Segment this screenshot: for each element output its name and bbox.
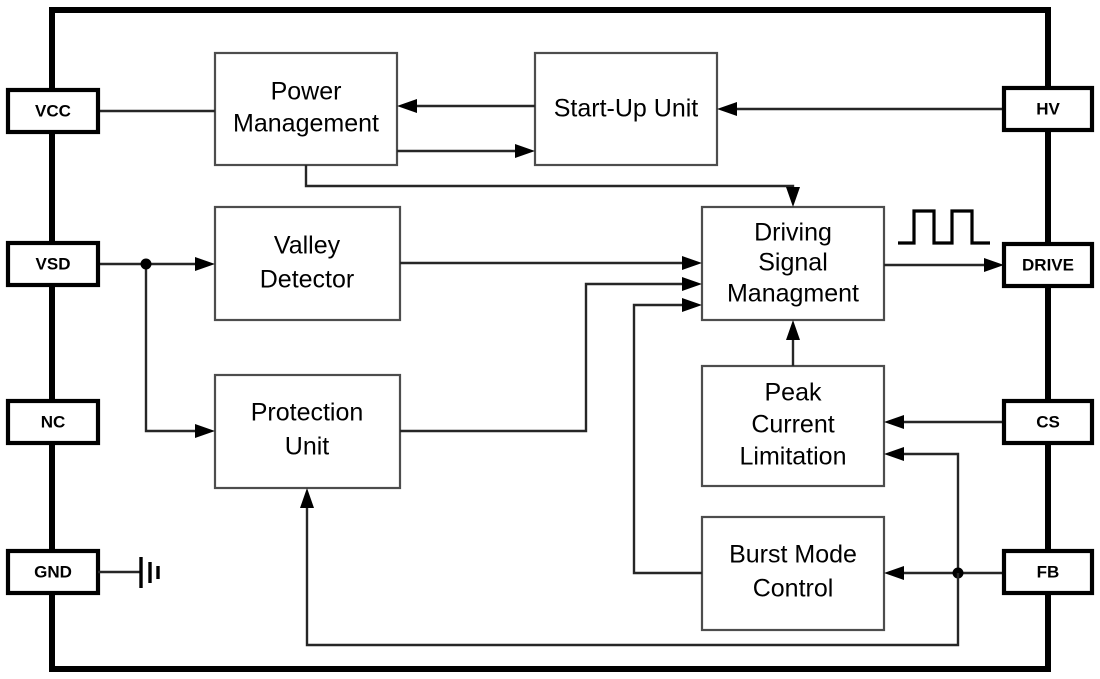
block-start-up-unit[interactable]: Start-Up Unit [533,51,719,167]
pin-nc-label: NC [41,412,66,431]
block-protection-unit-line-0: Protection [251,399,364,427]
block-driving-signal-management-line-1: Signal [758,249,828,277]
block-power-management-line-1: Management [233,110,379,138]
arrowhead-valley-detector-to-driving-signal [682,256,702,270]
arrowhead-power-management-to-startup [515,144,535,158]
block-driving-signal-management[interactable]: Driving Signal Managment [700,205,886,322]
pin-gnd-label: GND [34,562,72,581]
block-power-management-line-0: Power [271,78,342,106]
wire-vsd-branch-to-protection-unit [144,264,209,433]
arrowhead-cs-to-peak-current [884,415,904,429]
pin-nc[interactable]: NC [5,398,101,446]
pin-vcc-label: VCC [35,101,71,120]
block-burst-mode-control[interactable]: Burst Mode Control [700,515,886,632]
pin-gnd[interactable]: GND [5,548,101,596]
pin-vcc[interactable]: VCC [5,87,101,135]
block-burst-mode-control-line-1: Control [753,575,834,603]
pin-cs[interactable]: CS [1001,398,1095,446]
block-peak-current-limitation-line-1: Current [751,411,834,439]
arrowhead-burst-mode-to-driving-signal [682,298,702,312]
arrowhead-fb-to-burst-mode [884,566,904,580]
pin-vsd[interactable]: VSD [5,240,101,288]
ground-symbol [98,557,160,588]
block-driving-signal-management-line-2: Managment [727,280,859,308]
arrowhead-power-management-to-driving-signal [786,187,800,207]
arrowhead-driving-signal-to-drive [984,258,1004,272]
arrowhead-vsd-to-valley-detector [195,257,215,271]
block-protection-unit[interactable]: Protection Unit [213,373,402,490]
arrowhead-peak-current-to-driving-signal [786,320,800,340]
pin-hv-label: HV [1036,99,1060,118]
arrowhead-fb-branch-to-peak-current [884,447,904,461]
arrowhead-bottom-feedback-to-protection-unit [300,488,314,508]
wire-bottom-feedback-to-protection-unit [305,494,960,647]
wire-fb-branch-to-peak-current [890,452,960,573]
wire-burst-mode-to-driving-signal [632,303,702,575]
wire-protection-unit-to-driving-signal [400,282,696,433]
arrowhead-vsd-to-protection-unit [195,424,215,438]
junction-dot-vsd [140,258,152,270]
arrowhead-protection-unit-to-driving-signal [682,277,702,291]
pin-hv[interactable]: HV [1001,85,1095,133]
block-valley-detector-line-0: Valley [274,232,341,260]
block-valley-detector[interactable]: Valley Detector [213,205,402,322]
pin-cs-label: CS [1036,412,1060,431]
block-peak-current-limitation-line-2: Limitation [740,443,847,471]
block-peak-current-limitation[interactable]: Peak Current Limitation [700,364,886,488]
arrowhead-startup-to-power-management [397,99,417,113]
pin-drive-label: DRIVE [1022,255,1074,274]
wire-power-management-to-driving-signal [304,165,795,201]
block-burst-mode-control-line-0: Burst Mode [729,541,857,569]
pulse-waveform [898,209,990,245]
block-protection-unit-line-1: Unit [285,433,330,461]
pin-fb[interactable]: FB [1001,548,1095,596]
arrowhead-hv-to-startup [717,102,737,116]
block-power-management[interactable]: Power Management [213,51,399,167]
pin-drive[interactable]: DRIVE [1001,241,1095,289]
block-start-up-unit-line-0: Start-Up Unit [554,95,699,123]
block-peak-current-limitation-line-0: Peak [765,379,822,407]
block-driving-signal-management-line-0: Driving [754,219,832,247]
block-valley-detector-line-1: Detector [260,266,354,294]
pin-vsd-label: VSD [36,254,71,273]
pin-fb-label: FB [1037,562,1060,581]
